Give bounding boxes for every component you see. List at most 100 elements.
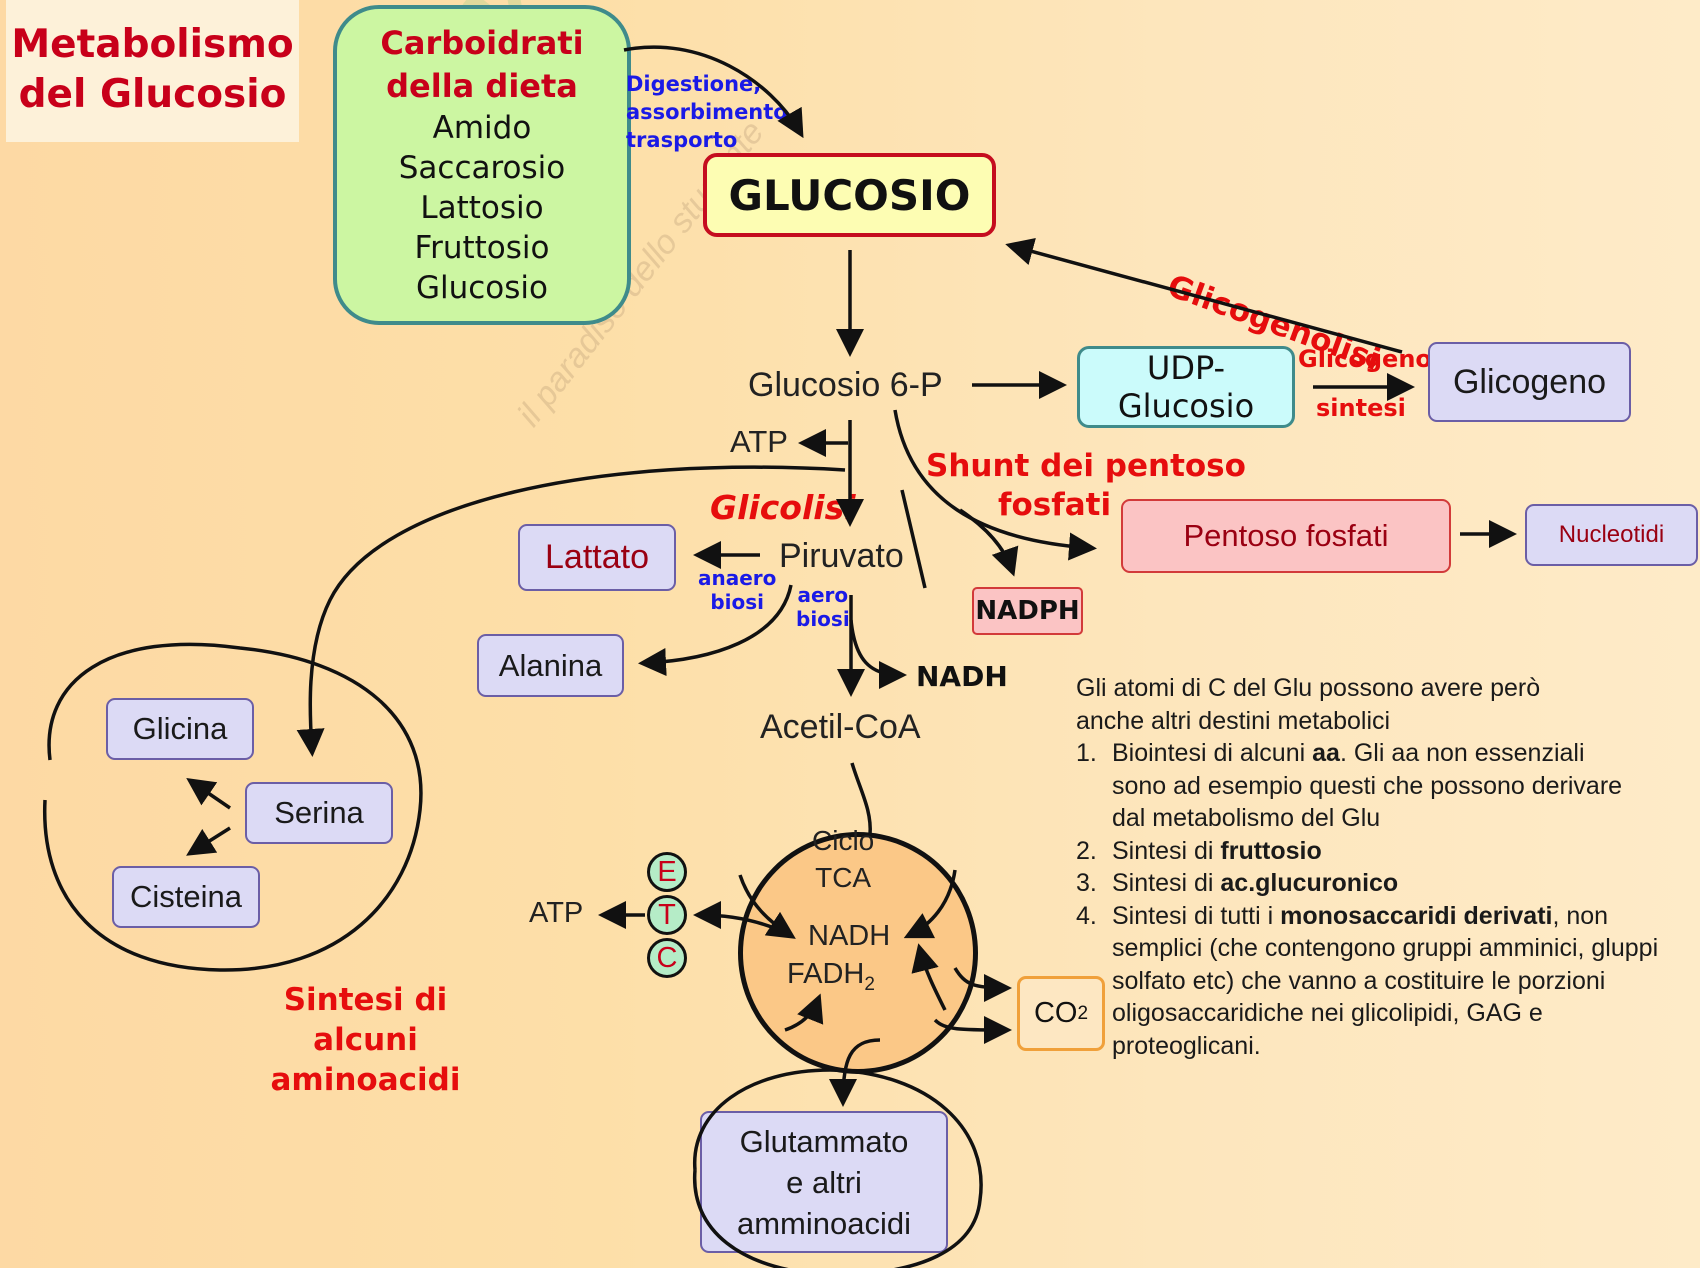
tca-label-line: TCA <box>815 862 872 893</box>
label-aerobiosi: aero biosi <box>796 583 850 631</box>
notes-item-bold: fruttosio <box>1220 836 1322 865</box>
co2-text: CO <box>1033 997 1078 1029</box>
node-glicina: Glicina <box>106 698 254 760</box>
digestion-label-line: assorbimento, <box>626 100 796 124</box>
notes-item-text: Biointesi di alcuni <box>1112 739 1313 767</box>
tca-cycle-label: Ciclo TCA <box>812 822 874 896</box>
co2-subscript: 2 <box>1077 1002 1089 1024</box>
notes-item: 3. Sintesi di ac.glucuronico <box>1076 867 1676 900</box>
notes-item-bold: monosaccaridi derivati <box>1280 901 1553 930</box>
arrow-piruvato-to-alanina <box>638 584 793 677</box>
notes-item-number: 4. <box>1076 901 1097 930</box>
title-line-2: del Glucosio <box>18 72 287 117</box>
glutammato-line: Glutammato <box>739 1123 909 1159</box>
node-glicogeno: Glicogeno <box>1428 342 1631 422</box>
label-sintesi-aminoacidi-line: Sintesi di alcuni <box>283 982 448 1058</box>
label-anaerobiosi: anaero biosi <box>698 566 776 614</box>
digestion-label-line: Digestione, <box>626 72 762 96</box>
tca-label-line: Ciclo <box>812 825 875 856</box>
divider-line <box>900 489 927 589</box>
node-nadph: NADPH <box>972 587 1083 635</box>
arrow-tca-inner-3 <box>784 993 824 1032</box>
arrow-digestion <box>623 45 804 139</box>
arrow-glicogenolisi <box>1005 237 1403 354</box>
node-nadh: NADH <box>916 660 1008 693</box>
diet-item: Glucosio <box>415 270 549 306</box>
label-sintesi-aminoacidi-line: aminoacidi <box>270 1062 461 1098</box>
diet-heading-1: Carboidrati <box>380 24 584 62</box>
arrow-shunt-nadph <box>959 508 1019 577</box>
notes-item-number: 1. <box>1076 739 1097 767</box>
digestion-label-line: trasporto <box>626 128 738 152</box>
notes-intro-line: Gli atomi di C del Glu possono avere per… <box>1076 674 1541 702</box>
node-udp-glucosio: UDP-Glucosio <box>1077 346 1295 428</box>
diet-item: Fruttosio <box>414 230 550 266</box>
notes-item: 2. Sintesi di fruttosio <box>1076 835 1676 868</box>
arrow-tca-to-co2-1 <box>953 967 1012 1002</box>
arrow-shunt <box>893 409 1097 561</box>
notes-item-bold: aa <box>1312 739 1340 767</box>
label-aerobiosi-line: biosi <box>796 607 850 631</box>
slide-title: Metabolismo del Glucosio <box>6 0 299 142</box>
node-cisteina: Cisteina <box>112 866 260 928</box>
diet-carbohydrates-box: Carboidrati della dieta Amido Saccarosio… <box>333 5 631 325</box>
notes-item-number: 3. <box>1076 869 1097 897</box>
digestion-label: Digestione, assorbimento, trasporto <box>626 70 796 154</box>
node-glucosio-6p: Glucosio 6-P <box>748 366 943 404</box>
node-nucleotidi: Nucleotidi <box>1525 504 1698 566</box>
tca-fadh-subscript: 2 <box>864 973 875 995</box>
node-piruvato: Piruvato <box>779 537 904 575</box>
arrow-tca-to-co2-2 <box>933 1015 1012 1044</box>
label-glicogeno-sintesi-1: Glicogeno <box>1298 345 1432 373</box>
arrow-serina-to-cisteina <box>186 826 231 856</box>
tca-fadh2: FADH2 <box>787 958 875 996</box>
notes-item-text: Sintesi di <box>1112 869 1221 897</box>
etc-e: E <box>647 852 687 892</box>
glutammato-line: e altri <box>786 1164 862 1200</box>
notes-item-text: Sintesi di <box>1112 836 1221 865</box>
node-glucosio: GLUCOSIO <box>703 153 996 237</box>
node-atp-etc: ATP <box>529 897 584 929</box>
node-glutammato: Glutammato e altri amminoacidi <box>700 1111 948 1253</box>
label-anaerobiosi-line: anaero <box>698 566 777 590</box>
circle-amino-acids <box>43 642 423 972</box>
arrow-serina-to-glicina <box>186 778 231 810</box>
diet-item: Saccarosio <box>398 150 566 186</box>
node-pentoso-fosfati: Pentoso fosfati <box>1121 499 1451 573</box>
notes-intro-line: anche altri destini metabolici <box>1076 706 1391 735</box>
node-lattato: Lattato <box>518 524 676 591</box>
node-alanina: Alanina <box>477 634 624 697</box>
node-serina: Serina <box>245 782 393 844</box>
glutammato-line: amminoacidi <box>736 1205 911 1241</box>
notes-item-text: , non semplici (che contengono gruppi am… <box>1112 901 1659 1060</box>
notes-text: Gli atomi di C del Glu possono avere per… <box>1076 672 1676 1062</box>
arrow-tca-to-glutammato <box>829 1038 881 1107</box>
label-sintesi-aminoacidi: Sintesi di alcuni aminoacidi <box>238 980 493 1100</box>
etc-c: C <box>647 938 687 978</box>
label-aerobiosi-line: aero <box>797 583 849 607</box>
notes-item-number: 2. <box>1076 836 1097 865</box>
label-shunt-2: fosfati <box>998 487 1112 523</box>
arrow-tca-inner-1 <box>738 874 796 939</box>
notes-item: 4.Sintesi di tutti i monosaccaridi deriv… <box>1076 900 1676 1063</box>
etc-t: T <box>647 895 687 935</box>
diet-item: Amido <box>432 110 532 146</box>
arrow-g6p-to-serina <box>296 465 846 757</box>
label-glicolisi: Glicolisi <box>710 488 856 527</box>
diet-heading-2: della dieta <box>386 67 578 105</box>
arrow-tca-inner-2 <box>903 869 957 939</box>
tca-fadh-text: FADH <box>787 958 865 990</box>
label-shunt-1: Shunt dei pentoso <box>926 448 1246 484</box>
title-line-1: Metabolismo <box>11 22 294 67</box>
diet-item: Lattosio <box>420 190 544 226</box>
arrow-acetilcoa-to-tca <box>850 762 872 836</box>
notes-item-bold: ac.glucuronico <box>1220 869 1399 897</box>
node-acetil-coa: Acetil-CoA <box>760 708 921 746</box>
notes-item: 1.Biointesi di alcuni aa. Gli aa non ess… <box>1076 737 1676 835</box>
label-anaerobiosi-line: biosi <box>710 590 765 614</box>
node-atp-glycolysis: ATP <box>730 424 788 459</box>
arrow-nadh <box>849 619 907 689</box>
